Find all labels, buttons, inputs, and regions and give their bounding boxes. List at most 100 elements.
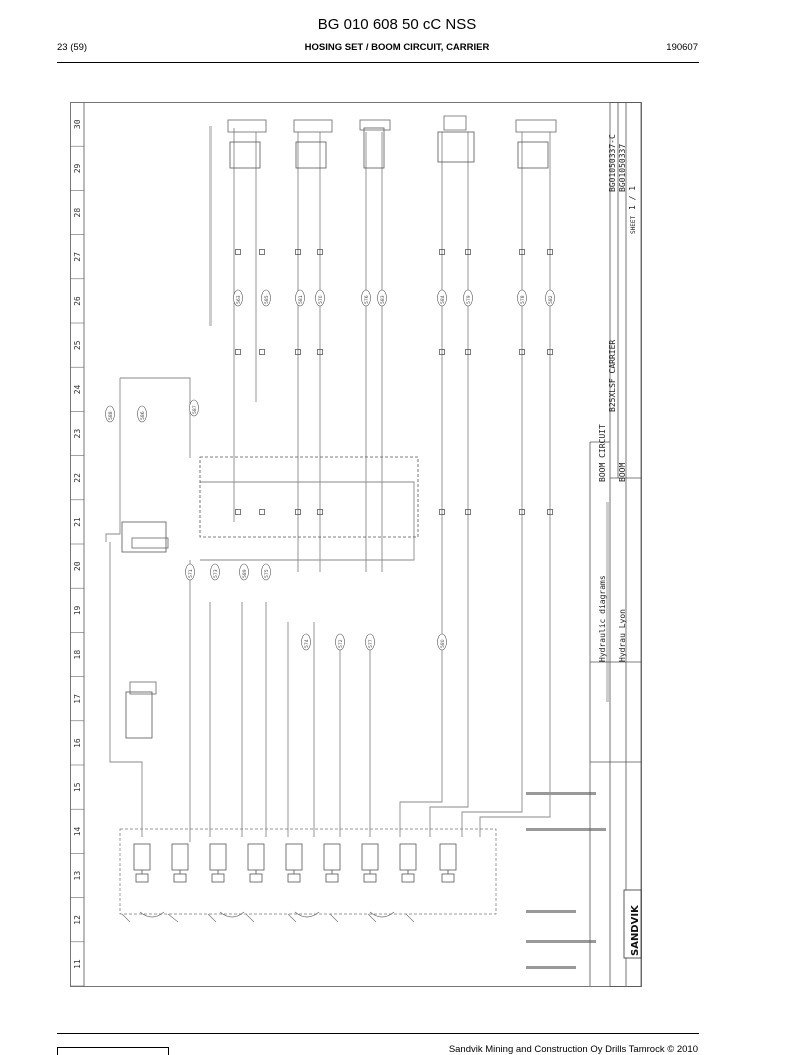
valve-section xyxy=(323,843,341,871)
reference-number: BG01050337 xyxy=(618,144,627,192)
valve-section xyxy=(247,843,265,871)
check-valve xyxy=(295,349,301,355)
check-valve xyxy=(259,249,265,255)
column-number: 28 xyxy=(73,208,82,218)
hose-label: 586 xyxy=(137,405,147,423)
column-number: 16 xyxy=(73,738,82,748)
hose-label-text: 571 xyxy=(188,569,194,578)
hose-label: 588 xyxy=(105,405,115,423)
hose-label-text: 586 xyxy=(140,411,146,420)
revision-date: 190607 xyxy=(666,42,698,53)
check-valve xyxy=(439,509,445,515)
hose-label: 573 xyxy=(210,563,220,581)
hose-label-text: 579 xyxy=(466,295,472,304)
column-number: 15 xyxy=(73,782,82,792)
control-valve-block xyxy=(199,456,419,538)
hose-label: 574 xyxy=(301,633,311,651)
column-number: 20 xyxy=(73,561,82,571)
sheet-label: SHEET xyxy=(630,216,637,234)
hose-label-text: 584 xyxy=(440,295,446,304)
check-valve xyxy=(317,249,323,255)
hose-label: 579 xyxy=(463,289,473,307)
hose-markers: 588 586 587 563 585 581 570 576 583 584 579 578 582 5… xyxy=(105,289,555,651)
column-number: 24 xyxy=(73,384,82,394)
check-valve xyxy=(259,349,265,355)
hose-label: 580 xyxy=(437,633,447,651)
valve-section xyxy=(209,843,227,871)
valve-section xyxy=(171,843,189,871)
check-valve xyxy=(317,349,323,355)
hose-label-text: 589 xyxy=(242,569,248,578)
column-number: 18 xyxy=(73,650,82,660)
column-number: 17 xyxy=(73,694,82,704)
notes-area xyxy=(209,126,609,969)
relief-cartridge xyxy=(325,873,339,883)
hose-label-text: 563 xyxy=(236,295,242,304)
relief-cartridge xyxy=(363,873,377,883)
boom-cylinders xyxy=(129,115,557,695)
hose-label: 577 xyxy=(365,633,375,651)
diagram-type: Hydraulic diagrams xyxy=(598,575,607,662)
page-number: 23 (59) xyxy=(57,42,88,53)
title-line-1: BOOM CIRCUIT xyxy=(598,424,607,482)
hose-label: 578 xyxy=(517,289,527,307)
relief-cartridge xyxy=(135,873,149,883)
sheet-number: 1 / 1 xyxy=(628,186,637,210)
title-block-text: BOOM CIRCUIT B25XLSF CARRIER BOOM Hydrau… xyxy=(598,134,637,662)
column-number: 22 xyxy=(73,473,82,483)
footer-copyright: Sandvik Mining and Construction Oy Drill… xyxy=(448,1044,698,1055)
valve-section xyxy=(133,843,151,871)
check-valve xyxy=(465,509,471,515)
check-valve xyxy=(519,349,525,355)
check-valve xyxy=(235,509,241,515)
hose-label-text: 588 xyxy=(108,411,114,420)
column-number: 23 xyxy=(73,429,82,439)
ruler-ticks xyxy=(70,145,84,987)
actuator-valves xyxy=(121,127,549,739)
hose-label-text: 576 xyxy=(364,295,370,304)
column-number: 12 xyxy=(73,915,82,925)
check-valve xyxy=(519,249,525,255)
column-number: 30 xyxy=(73,119,82,129)
column-number: 26 xyxy=(73,296,82,306)
relief-cartridge xyxy=(173,873,187,883)
check-valve xyxy=(465,349,471,355)
hose-label: 572 xyxy=(335,633,345,651)
hose-lines xyxy=(105,128,551,842)
hose-label: 582 xyxy=(545,289,555,307)
hose-label: 575 xyxy=(261,563,271,581)
hose-label: 576 xyxy=(361,289,371,307)
title-block xyxy=(589,102,642,987)
hose-label: 587 xyxy=(189,399,199,417)
hose-label-text: 582 xyxy=(548,295,554,304)
check-valve xyxy=(317,509,323,515)
hose-label-text: 585 xyxy=(264,295,270,304)
valve-section xyxy=(439,843,457,871)
relief-cartridge xyxy=(249,873,263,883)
column-number: 13 xyxy=(73,871,82,881)
check-valve xyxy=(465,249,471,255)
check-valve xyxy=(439,349,445,355)
hose-label-text: 570 xyxy=(318,295,324,304)
hose-label-text: 587 xyxy=(192,405,198,414)
relief-cartridge xyxy=(211,873,225,883)
hose-label: 589 xyxy=(239,563,249,581)
relief-cartridge xyxy=(401,873,415,883)
title-line-2: B25XLSF CARRIER xyxy=(608,340,617,412)
column-number: 29 xyxy=(73,163,82,173)
hose-label-text: 581 xyxy=(298,295,304,304)
header-rule xyxy=(57,62,699,63)
tank-symbols xyxy=(139,911,395,918)
valve-section xyxy=(285,843,303,871)
hose-label-text: 580 xyxy=(440,639,446,648)
column-number: 19 xyxy=(73,605,82,615)
relief-cartridge xyxy=(287,873,301,883)
hose-label-text: 572 xyxy=(338,639,344,648)
check-valve xyxy=(235,249,241,255)
document-code: BG 010 608 50 cC NSS xyxy=(317,16,477,33)
hose-label: 583 xyxy=(377,289,387,307)
hose-label-text: 577 xyxy=(368,639,374,648)
footer-logo xyxy=(57,1047,169,1055)
